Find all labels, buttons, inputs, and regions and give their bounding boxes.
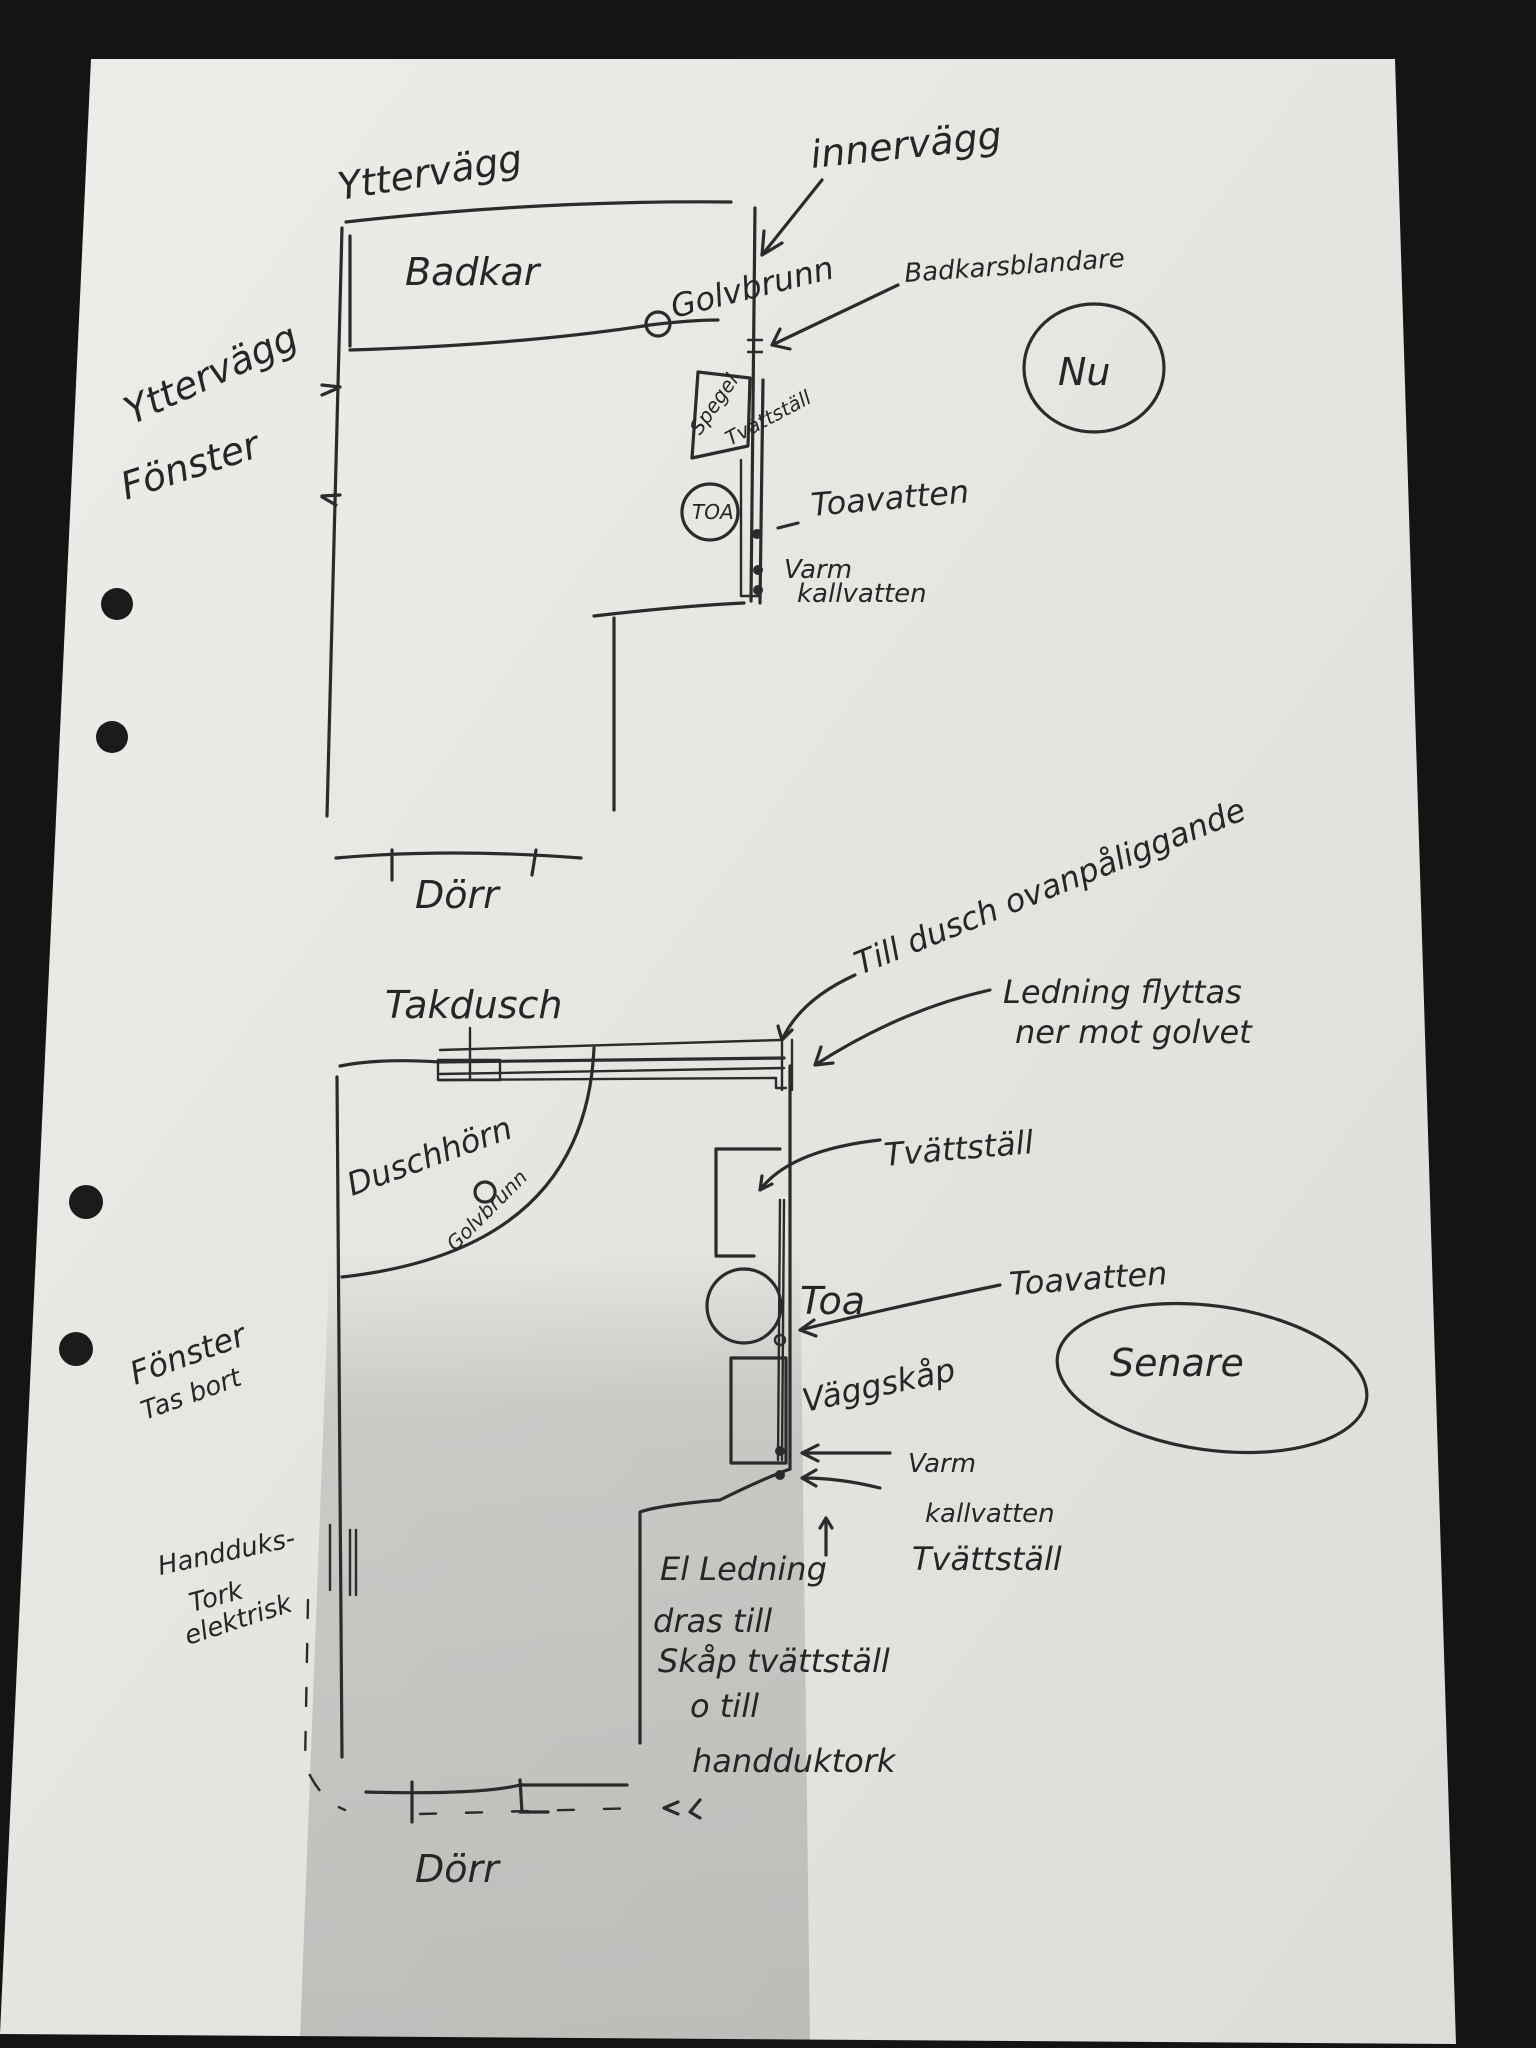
label-bathtub: Badkar — [405, 250, 542, 294]
label-toilet-later: Toa — [800, 1279, 865, 1323]
label-el-2: dras till — [653, 1602, 772, 1640]
label-pipe-moved-1: Ledning flyttas — [1003, 973, 1242, 1011]
label-ceiling-shower: Takdusch — [385, 983, 563, 1027]
label-el-4: o till — [690, 1687, 759, 1725]
label-door-later: Dörr — [415, 1847, 501, 1891]
tag-later: Senare — [1110, 1341, 1244, 1385]
label-el-1: El Ledning — [660, 1550, 827, 1588]
plan-now-walls — [320, 178, 900, 882]
hand-shadow — [300, 1250, 810, 2040]
plan-later-walls — [303, 973, 1002, 1824]
binder-holes — [59, 588, 133, 1366]
label-hot-later: Varm — [908, 1449, 976, 1479]
label-sink-2-later: Tvättställ — [912, 1540, 1062, 1578]
label-door-now: Dörr — [415, 873, 501, 917]
tag-now: Nu — [1058, 350, 1111, 394]
label-el-3: Skåp tvättställ — [658, 1642, 890, 1680]
label-cold-water-later: kallvatten — [925, 1499, 1055, 1529]
label-cold-water: kallvatten — [797, 579, 927, 609]
label-toilet: TOA — [692, 500, 734, 524]
plan-later-symbols — [473, 1180, 1369, 1480]
label-el-5: handduktork — [692, 1742, 897, 1780]
label-pipe-moved-2: ner mot golvet — [1015, 1013, 1253, 1051]
label-hot: Varm — [784, 555, 852, 585]
plan-now-symbols — [644, 302, 1166, 595]
